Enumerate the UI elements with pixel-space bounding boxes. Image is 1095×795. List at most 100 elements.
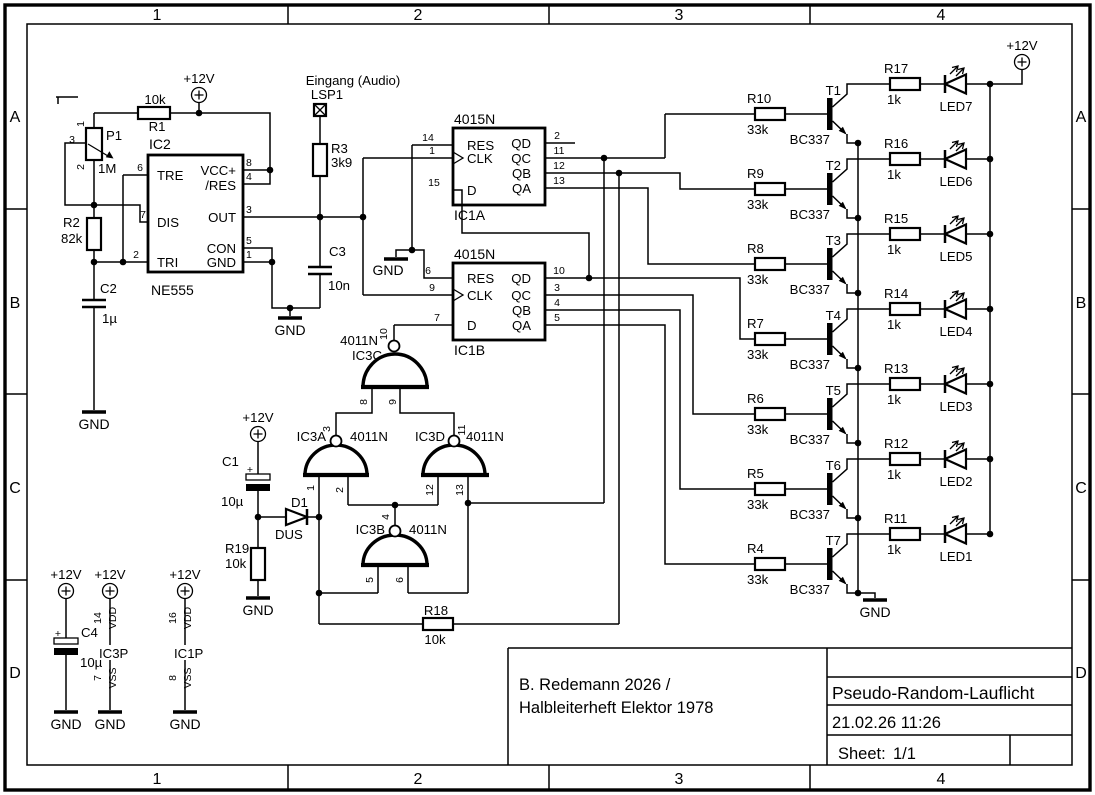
junction-dot <box>854 289 862 297</box>
label-C2: C2 <box>100 281 117 296</box>
c1-minus-plate <box>246 484 270 491</box>
ic1a-designator: IC1A <box>454 207 486 223</box>
value-R15: 1k <box>887 242 901 257</box>
ic3a-dome <box>303 443 369 476</box>
p1-designator: P1 <box>106 128 122 143</box>
gnd-symbol: GND <box>859 598 891 620</box>
ic3p-designator: IC3P <box>99 646 129 661</box>
junction-dot <box>854 514 862 522</box>
pin-number: 13 <box>454 484 466 496</box>
ic3a-designator: IC3A <box>297 429 327 444</box>
junction-dot <box>986 530 994 538</box>
frame-outer-border <box>3 3 1092 792</box>
gate-ic3d: IC3D 4011N 11 12 13 <box>415 424 504 495</box>
wire-emitter-rail <box>857 143 876 598</box>
junction-dot <box>408 246 416 254</box>
pin-number: 14 <box>92 612 104 624</box>
ic3d-part: 4011N <box>466 429 504 444</box>
gnd-label: GND <box>859 604 890 620</box>
c4-plus-plate <box>53 637 79 645</box>
pin-number: 3 <box>554 282 560 294</box>
pin-number: 6 <box>394 577 406 583</box>
label-T7: T7 <box>826 533 841 548</box>
label-R17: R17 <box>884 61 908 76</box>
pin-number: 12 <box>424 484 436 496</box>
vcc-plus-icon <box>253 429 263 439</box>
vcc-plus-icon <box>180 586 190 596</box>
resistor-R12 <box>888 451 922 467</box>
junction-dot <box>254 513 262 521</box>
label-LED7: LED7 <box>940 99 973 114</box>
part-T4: BC337 <box>790 357 830 372</box>
label-R7: R7 <box>747 316 764 331</box>
gnd-symbol: GND <box>94 710 126 732</box>
junction-dot <box>585 274 593 282</box>
ic3a-part: 4011N <box>350 429 388 444</box>
label-R12: R12 <box>884 436 908 451</box>
ne555-body <box>146 153 245 274</box>
label-R11: R11 <box>884 511 907 526</box>
vcc-symbol: +12V <box>183 71 215 104</box>
power-pins-ic1p: 16 VDD IC1P 8 VSS <box>167 606 204 688</box>
junction-dot <box>315 589 323 597</box>
pin-number: 10 <box>553 265 565 277</box>
vcc-symbol: +12V <box>242 410 274 443</box>
pin-label-gnd: GND <box>207 255 236 270</box>
gnd-label: GND <box>242 602 273 618</box>
label-LED6: LED6 <box>940 174 973 189</box>
vcc-plus-icon <box>105 586 115 596</box>
label-R2: R2 <box>63 215 80 230</box>
value-R17: 1k <box>887 92 901 107</box>
pin-number: 6 <box>137 162 143 174</box>
value-R12: 1k <box>887 467 901 482</box>
capacitor-C4: + C4 10µ <box>53 625 103 670</box>
title-block-lines <box>507 647 1072 765</box>
value-R16: 1k <box>887 167 901 182</box>
value-R18: 10k <box>424 632 446 647</box>
pin-number: 3 <box>246 204 252 216</box>
value-C2: 1µ <box>102 311 117 326</box>
title-block-author-line2: Halbleiterheft Elektor 1978 <box>519 699 713 717</box>
pin-number: 9 <box>387 399 399 405</box>
diode-D1: D1 DUS <box>275 495 311 542</box>
wire-power-bottom <box>65 599 186 710</box>
pin-number: 6 <box>425 265 431 277</box>
frame-row-label: D <box>9 665 21 682</box>
value-R5: 33k <box>747 497 769 512</box>
part-T3: BC337 <box>790 282 830 297</box>
label-LED1: LED1 <box>940 549 973 564</box>
label-D1: D1 <box>291 495 308 510</box>
wire-collector <box>831 533 890 558</box>
junction-dot <box>986 380 994 388</box>
junction-dot <box>90 258 98 266</box>
label-T3: T3 <box>826 233 841 248</box>
drawing-frame: 1 2 3 4 1 2 3 4 A B C D A B C D <box>3 3 1092 792</box>
emitter-arrowhead-icon <box>838 576 847 585</box>
pin-label: RES <box>467 138 494 153</box>
emitter-arrowhead-icon <box>838 426 847 435</box>
vcc-symbol: +12V <box>50 567 82 600</box>
frame-row-label: C <box>9 480 21 497</box>
pin-number: 3 <box>321 426 333 432</box>
label-R19: R19 <box>225 541 249 556</box>
gnd-label: GND <box>274 322 305 338</box>
label-R15: R15 <box>884 211 908 226</box>
led-LED4 <box>942 297 968 321</box>
frame-row-label: B <box>1076 295 1087 312</box>
label-R3: R3 <box>331 141 348 156</box>
gnd-symbol: GND <box>372 257 408 278</box>
pin-label-tre: TRE <box>157 168 184 183</box>
ic1p-designator: IC1P <box>174 646 204 661</box>
pin-number: 16 <box>167 612 179 624</box>
wire-led-rail <box>989 70 1023 534</box>
frame-row-label: B <box>10 295 21 312</box>
vcc-label: +12V <box>183 71 214 86</box>
pin-label-tri: TRI <box>157 255 178 270</box>
value-R1: R1 <box>149 119 166 134</box>
pin-number: 10 <box>378 328 390 340</box>
ic3b-output-bubble <box>388 524 402 538</box>
resistor-R11 <box>888 526 922 542</box>
transistor-T7 <box>827 548 833 580</box>
value-R3: 3k9 <box>331 155 352 170</box>
label-R4: R4 <box>747 541 764 556</box>
